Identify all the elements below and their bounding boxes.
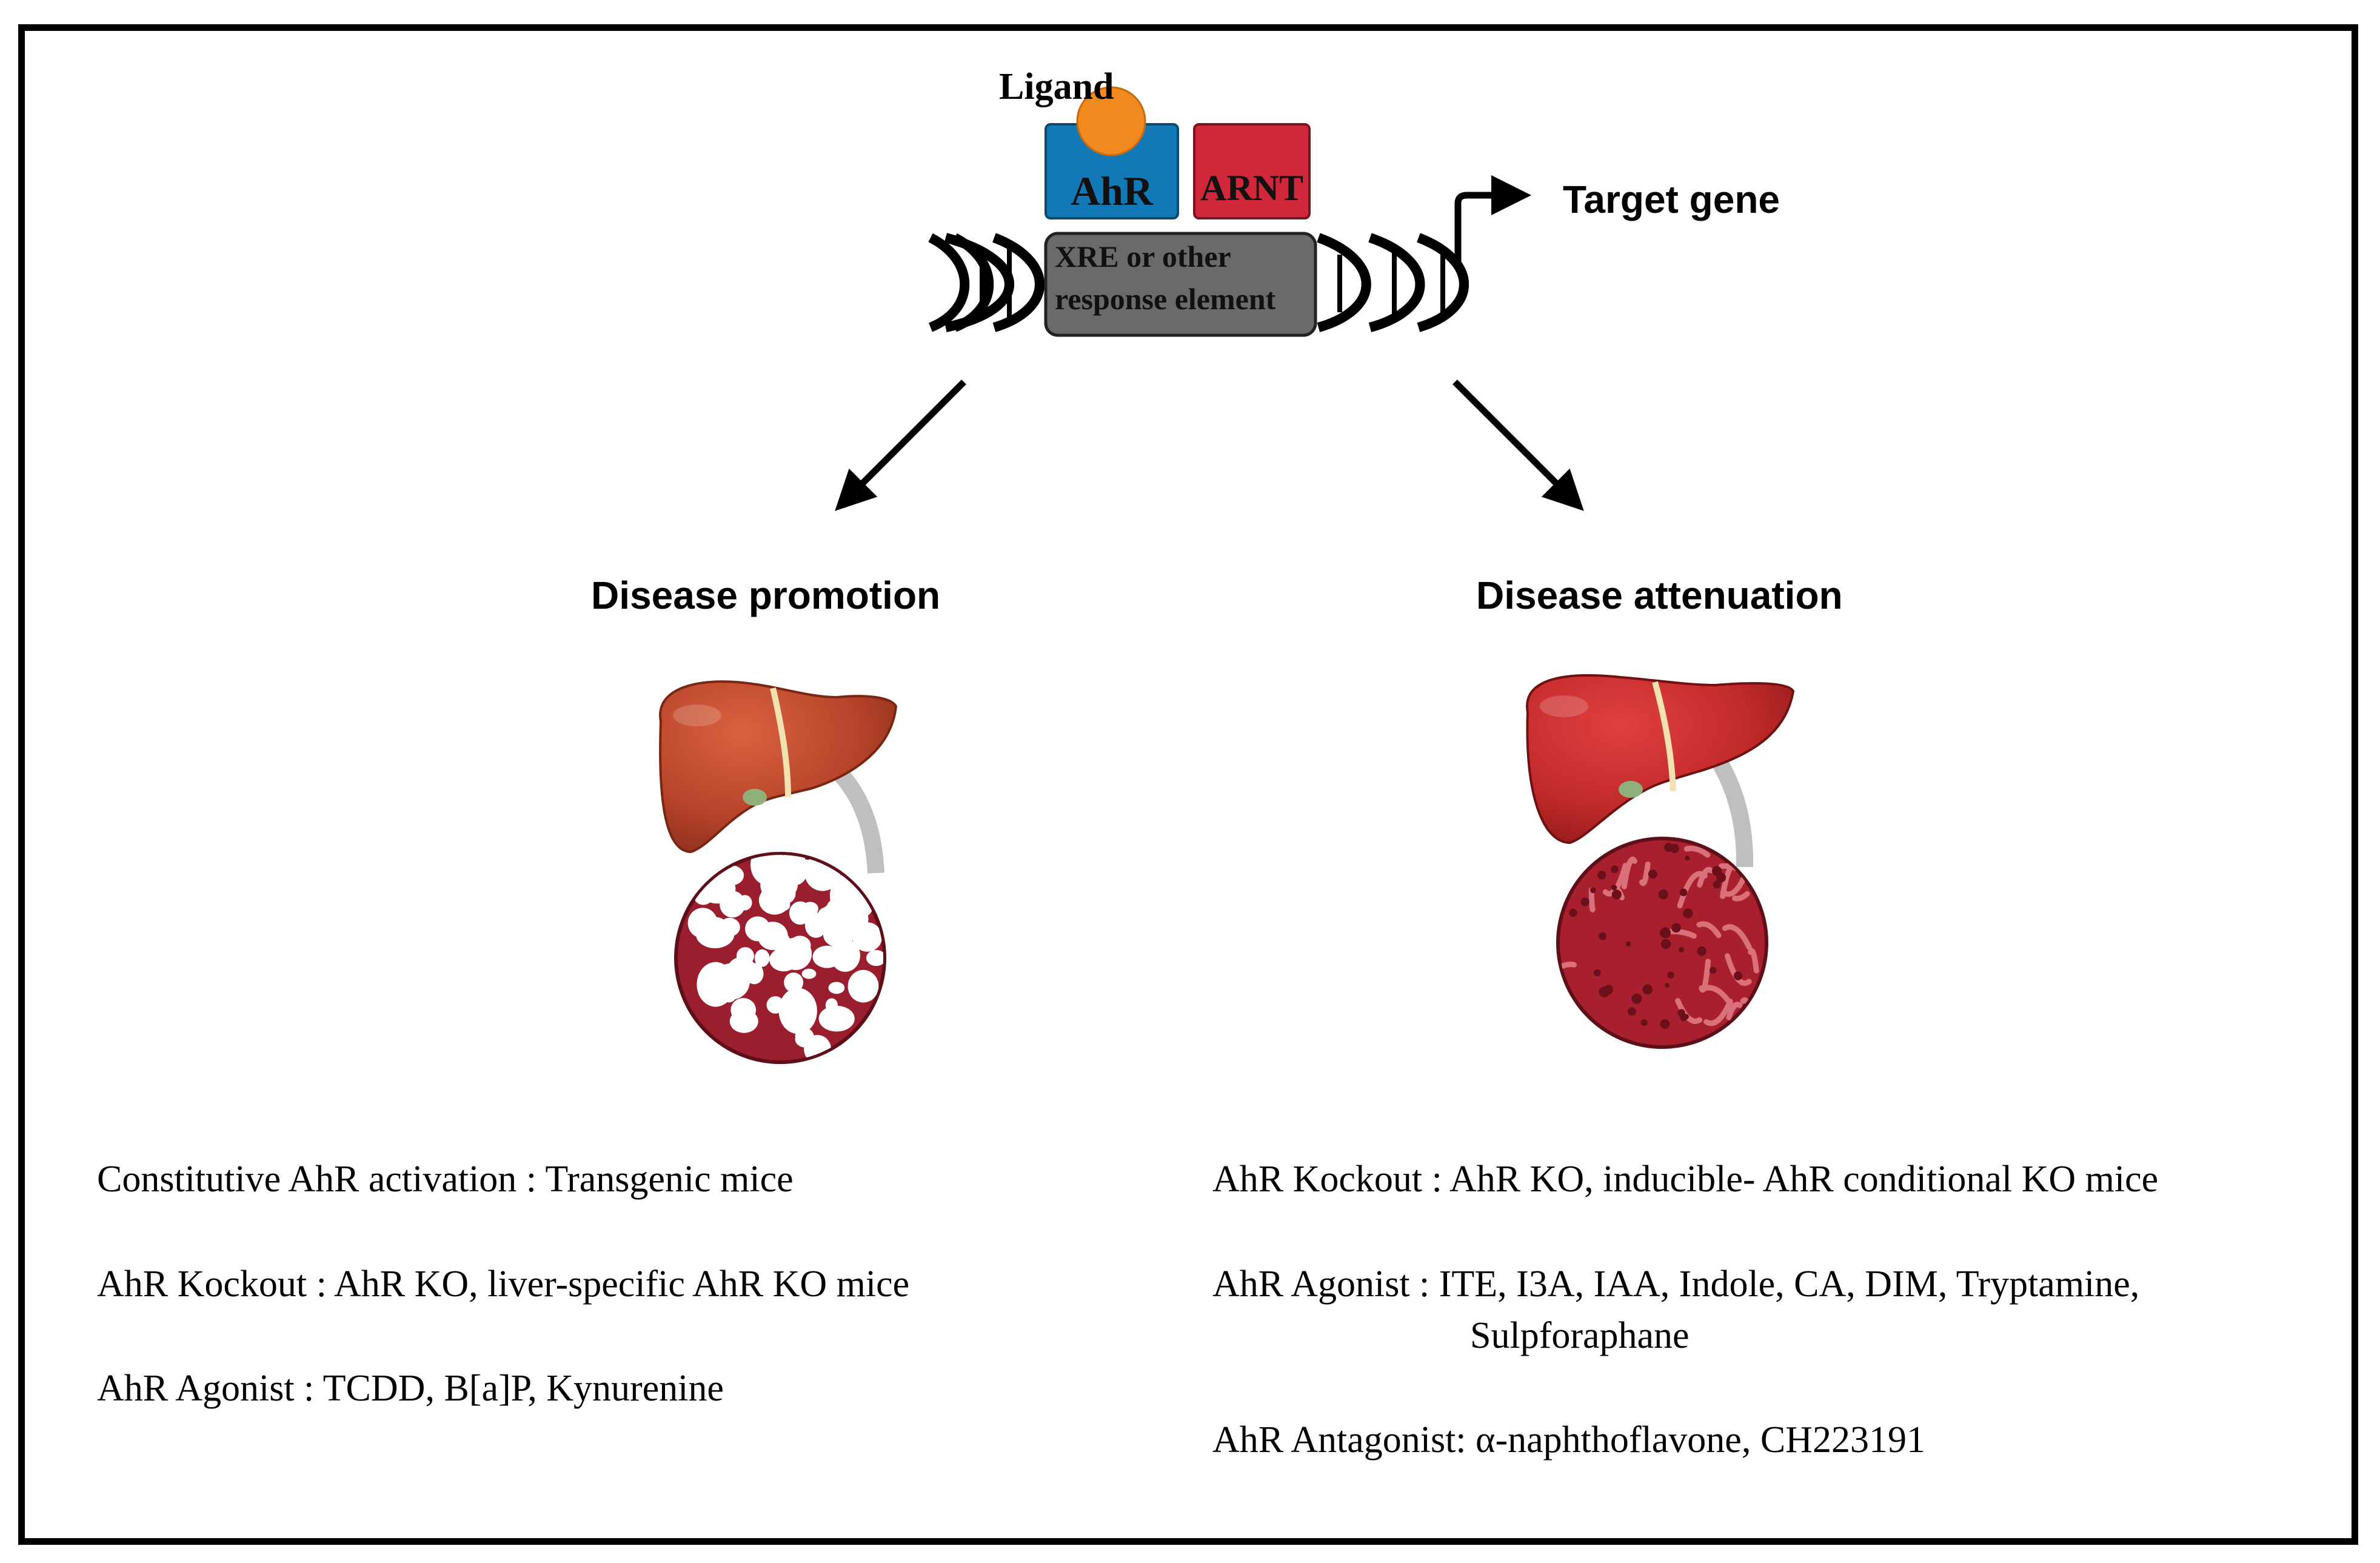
target-gene-label: Target gene xyxy=(1563,178,1780,221)
xre-box xyxy=(1044,232,1317,337)
arnt-label: ARNT xyxy=(1200,168,1303,208)
tissue-magnified-steatosis xyxy=(674,852,886,1064)
liver-illustration-attenuation xyxy=(1526,674,1795,868)
dna-helix-right xyxy=(1317,233,1469,332)
heading-disease-attenuation: Disease attenuation xyxy=(1476,574,1843,617)
attenuation-statement-knockout: AhR Kockout : AhR KO, inducible- AhR con… xyxy=(1212,1159,2159,1200)
promotion-statement-knockout: AhR Kockout : AhR KO, liver-specific AhR… xyxy=(97,1263,910,1305)
liver-illustration-promotion xyxy=(659,680,898,874)
ahr-label: AhR xyxy=(1071,168,1154,214)
tissue-magnified-healthy xyxy=(1556,837,1768,1049)
promotion-statement-agonist: AhR Agonist : TCDD, B[a]P, Kynurenine xyxy=(97,1368,724,1409)
ligand-molecule xyxy=(1076,86,1146,156)
xre-label-line2: response element xyxy=(1055,282,1276,316)
arnt-protein xyxy=(1193,123,1311,219)
arrow-to-promotion xyxy=(835,380,966,511)
heading-disease-promotion: Disease promotion xyxy=(591,574,941,617)
dna-helix-left xyxy=(928,233,1045,332)
attenuation-statement-agonist-cont: Sulpforaphane xyxy=(1470,1315,1690,1356)
promotion-statement-constitutive: Constitutive AhR activation : Transgenic… xyxy=(97,1159,794,1200)
arrow-to-attenuation xyxy=(1452,380,1584,511)
attenuation-statement-agonist: AhR Agonist : ITE, I3A, IAA, Indole, CA,… xyxy=(1212,1263,2140,1305)
transcription-arrow xyxy=(1454,175,1531,267)
ligand-label: Ligand xyxy=(999,66,1114,107)
xre-label-line1: XRE or other xyxy=(1055,239,1231,273)
attenuation-statement-antagonist: AhR Antagonist: α-naphthoflavone, CH2231… xyxy=(1212,1419,1925,1461)
